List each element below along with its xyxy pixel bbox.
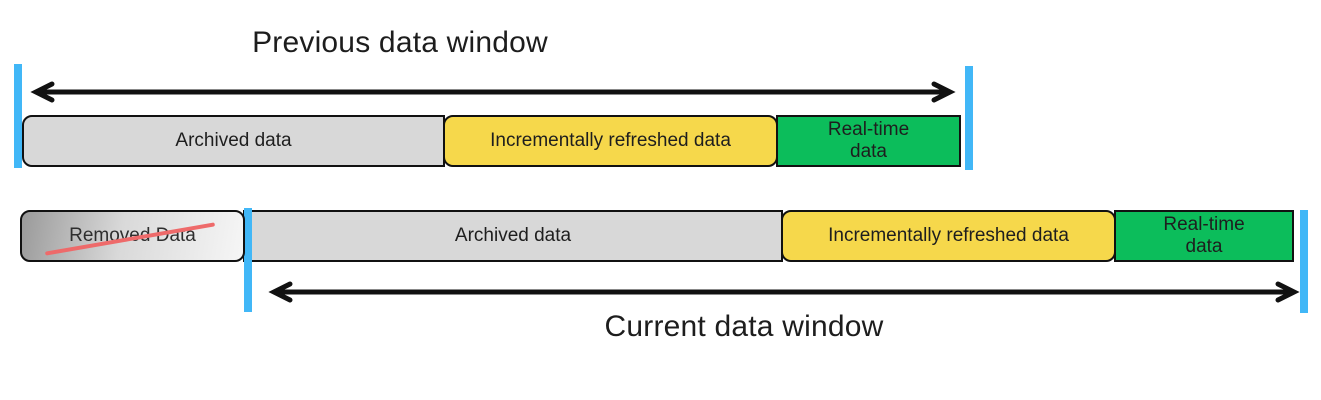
current-realtime-label: Real-time data xyxy=(1163,214,1245,257)
current-refreshed-label: Incrementally refreshed data xyxy=(828,225,1069,247)
previous-refreshed-label: Incrementally refreshed data xyxy=(490,130,731,152)
previous-realtime-segment: Real-time data xyxy=(776,115,961,167)
previous-window-left-boundary-marker xyxy=(14,64,22,168)
current-window-left-boundary-marker xyxy=(244,208,252,312)
current-window-title: Current data window xyxy=(604,310,884,343)
previous-window-span-arrow xyxy=(30,81,956,103)
previous-window-right-boundary-marker xyxy=(965,66,973,170)
previous-window-title: Previous data window xyxy=(252,26,548,59)
current-window-right-boundary-marker xyxy=(1300,210,1308,313)
previous-archived-label: Archived data xyxy=(175,130,292,152)
previous-window-bar: Archived data Incrementally refreshed da… xyxy=(22,115,965,167)
current-window-bar: Removed Data Archived data Incrementally… xyxy=(20,210,1300,262)
current-window-span-arrow xyxy=(268,281,1300,303)
current-archived-label: Archived data xyxy=(454,225,572,247)
previous-realtime-label: Real-time data xyxy=(827,119,910,162)
current-realtime-segment: Real-time data xyxy=(1114,210,1294,262)
current-archived-segment: Archived data xyxy=(243,210,783,262)
previous-archived-segment: Archived data xyxy=(22,115,445,167)
current-refreshed-segment: Incrementally refreshed data xyxy=(781,210,1116,262)
previous-refreshed-segment: Incrementally refreshed data xyxy=(443,115,778,167)
